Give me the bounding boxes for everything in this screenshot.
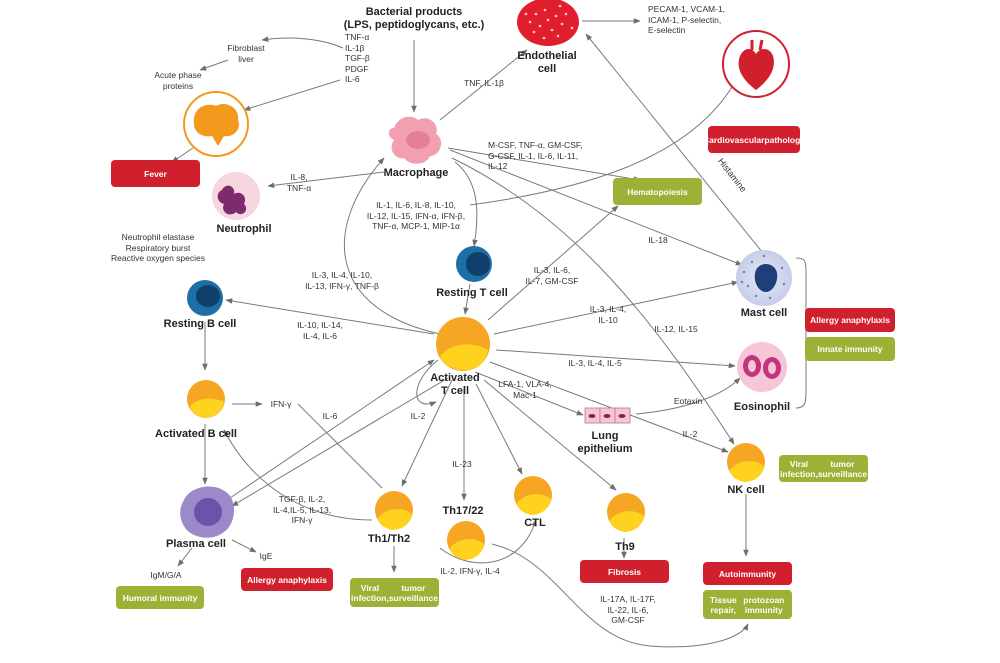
heart-icon bbox=[722, 30, 790, 98]
mast-cell-label: Mast cell bbox=[740, 307, 788, 319]
bacterial-products-label: Bacterial products(LPS, peptidoglycans, … bbox=[343, 6, 485, 31]
tissue-repair-badge: Tissue repair,protozoan immunity bbox=[703, 590, 792, 619]
nk-cell-label: NK cell bbox=[727, 484, 765, 496]
t-to-mast-label: IL-3, IL-4,IL-10 bbox=[589, 304, 627, 325]
th17-22-label: Th17/22 bbox=[442, 505, 484, 517]
t-to-b-label: IL-10, IL-14,IL-4, IL-6 bbox=[297, 320, 343, 341]
igm-label: IgM/G/A bbox=[150, 570, 182, 580]
eosinophil-icon bbox=[737, 342, 787, 392]
il6-label: IL-6 bbox=[322, 411, 338, 421]
il18-label: IL-18 bbox=[648, 235, 668, 245]
activated-b-cell-icon bbox=[187, 380, 225, 418]
resting-t-cell-icon bbox=[456, 246, 492, 282]
il2-ifn-il4-label: IL-2, IFN-γ, IL-4 bbox=[440, 566, 500, 576]
eotaxin-label: Eotaxin bbox=[673, 396, 703, 406]
viral-infection-th-badge: Viral infection,tumor surveillance bbox=[350, 578, 439, 607]
viral-infection-nk-badge: Viral infection,tumor surveillance bbox=[779, 455, 868, 482]
autoimmunity-badge: Autoimmunity bbox=[703, 562, 792, 585]
il8-tnfa-label: IL-8,TNF-α bbox=[286, 172, 312, 193]
plasma-cell-icon bbox=[180, 486, 235, 538]
resting-b-cell-icon bbox=[187, 280, 223, 316]
allergy-anaphylaxis-mast-badge: Allergy anaphylaxis bbox=[805, 308, 895, 332]
activated-t-cell-icon bbox=[436, 317, 490, 371]
th1-th2-cell-icon bbox=[375, 491, 413, 530]
ifn-g-label: IFN-γ bbox=[270, 399, 292, 409]
tnf-il1b-label: TNF, IL-1β bbox=[464, 78, 504, 88]
adhesion-molecules-label: PECAM-1, VCAM-1,ICAM-1, P-selectin,E-sel… bbox=[648, 4, 725, 35]
th9-label: Th9 bbox=[615, 541, 635, 553]
plasma-cell-label: Plasma cell bbox=[166, 538, 226, 550]
neutrophil-icon bbox=[212, 172, 260, 220]
growth-factors-label: M-CSF, TNF-α, GM-CSF,G-CSF, IL-1, IL-6, … bbox=[488, 140, 583, 171]
ctl-label: CTL bbox=[524, 517, 546, 529]
fever-badge: Fever bbox=[111, 160, 200, 187]
neutrophil-label: Neutrophil bbox=[216, 223, 272, 235]
il12-il15-label: IL-12, IL-15 bbox=[654, 324, 698, 334]
lung-epithelium-icon bbox=[584, 407, 631, 424]
fibrosis-badge: Fibrosis bbox=[580, 560, 669, 583]
t-to-eos-label: IL-3, IL-4, IL-5 bbox=[568, 358, 622, 368]
th1-th2-label: Th1/Th2 bbox=[367, 533, 411, 545]
tgfb-group-label: TGF-β, IL-2,IL-4,IL-5, IL-13,IFN-γ bbox=[272, 494, 332, 525]
ctl-cell-icon bbox=[514, 476, 552, 515]
innate-immunity-badge: Innate immunity bbox=[805, 337, 895, 361]
il23-label: IL-23 bbox=[452, 459, 472, 469]
mast-cell-icon bbox=[736, 250, 792, 306]
eosinophil-label: Eosinophil bbox=[733, 401, 791, 413]
th9-cell-icon bbox=[607, 493, 645, 532]
humoral-immunity-badge: Humoral immunity bbox=[116, 586, 204, 609]
il17-label: IL-17A, IL-17F,IL-22, IL-6,GM-CSF bbox=[600, 594, 656, 625]
t-to-macrophage-label: IL-3, IL-4, IL-10,IL-13, IFN-γ, TNF-β bbox=[305, 270, 379, 291]
activated-b-cell-label: Activated B cell bbox=[155, 428, 237, 440]
endothelial-cell-icon bbox=[517, 0, 579, 46]
macrophage-icon bbox=[388, 116, 442, 164]
resting-t-cell-label: Resting T cell bbox=[436, 287, 508, 299]
lfa-label: LFA-1, VLA-4,Mac-1 bbox=[498, 379, 552, 400]
nk-cell-icon bbox=[727, 443, 765, 482]
resting-b-cell-label: Resting B cell bbox=[163, 318, 237, 330]
brain-icon bbox=[183, 91, 249, 157]
th17-22-cell-icon bbox=[447, 521, 485, 560]
hematopoiesis-badge: Hematopoiesis bbox=[613, 178, 702, 205]
allergy-anaphylaxis-plasma-badge: Allergy anaphylaxis bbox=[241, 568, 333, 591]
macrophage-cytokines-label: IL-1, IL-6, IL-8, IL-10,IL-12, IL-15, IF… bbox=[366, 200, 466, 231]
ige-label: IgE bbox=[259, 551, 273, 561]
il2-nk-label: IL-2 bbox=[682, 429, 698, 439]
il3-il6-label: IL-3, IL-6,IL-7, GM-CSF bbox=[525, 265, 579, 286]
il2-loop-label: IL-2 bbox=[410, 411, 426, 421]
macrophage-label: Macrophage bbox=[383, 167, 449, 179]
